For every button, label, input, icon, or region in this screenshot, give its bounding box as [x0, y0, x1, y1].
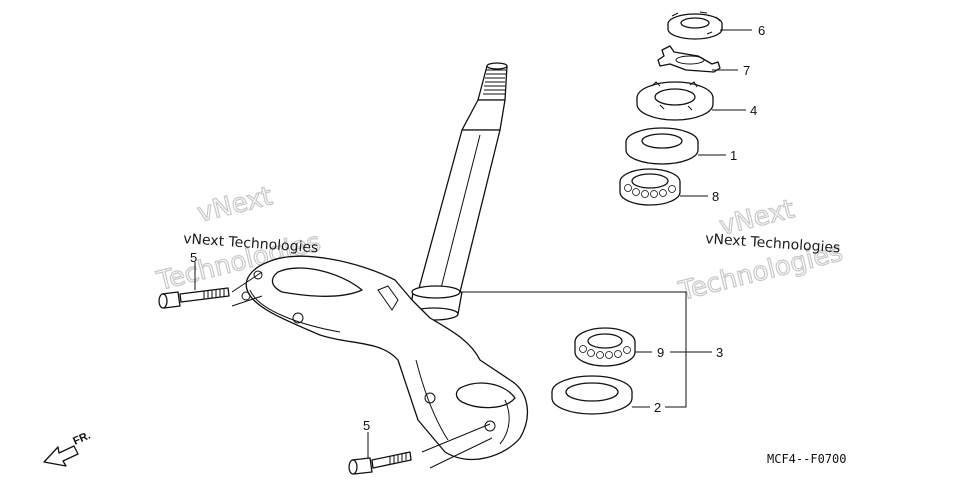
part-9-lower-bearing	[574, 327, 636, 367]
callout-5-bottom: 5	[363, 418, 370, 433]
callout-9: 9	[657, 345, 664, 360]
watermark-left-big-1: vNext	[194, 181, 275, 228]
leader-lines	[462, 29, 752, 408]
callout-8: 8	[712, 189, 719, 204]
part-5-bolt-left	[158, 262, 263, 309]
callout-4: 4	[750, 103, 757, 118]
callout-7: 7	[743, 63, 750, 78]
callout-5-left: 5	[190, 250, 197, 265]
drawing-code: MCF4--F0700	[767, 452, 846, 466]
part-3-steering-stem	[245, 62, 529, 461]
part-4-adjust-nut	[636, 81, 714, 121]
watermark-right-small: vNext Technologies	[705, 231, 841, 256]
part-2-lower-race	[551, 375, 633, 415]
callout-2: 2	[654, 400, 661, 415]
front-direction-indicator: FR.	[43, 430, 92, 467]
callout-3: 3	[716, 345, 723, 360]
part-5-bolt-bottom	[348, 423, 493, 475]
callout-6: 6	[758, 23, 765, 38]
part-1-upper-race	[625, 127, 699, 165]
part-7-lock-washer	[657, 45, 721, 73]
callout-1: 1	[730, 148, 737, 163]
arrow-left-icon	[43, 445, 79, 467]
watermark-right: vNext Technologies vNext Technologies	[675, 194, 846, 308]
part-6-lock-nut	[667, 11, 723, 40]
part-8-upper-bearing	[619, 168, 681, 206]
front-label: FR.	[71, 430, 92, 448]
